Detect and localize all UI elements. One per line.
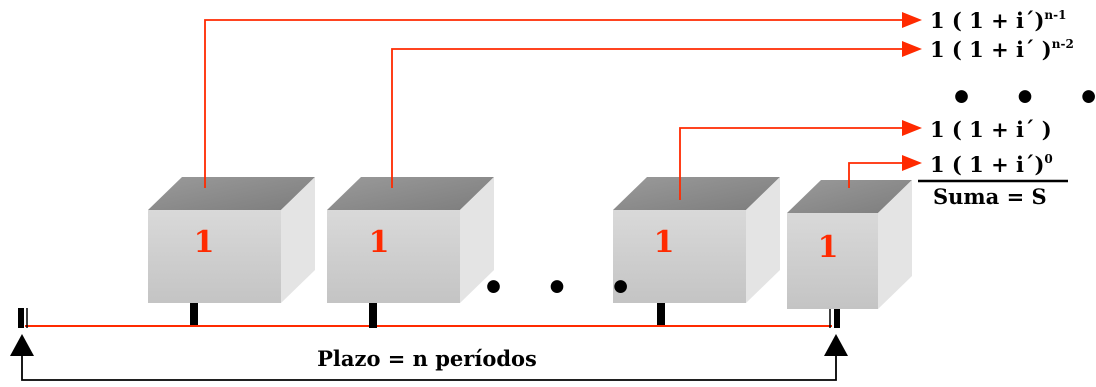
deposit-box-label: 1 (369, 225, 390, 260)
period-tick (190, 303, 198, 325)
deposit-box-label: 1 (818, 230, 839, 265)
term-arrowhead-left (10, 334, 34, 356)
flow-line (391, 48, 902, 188)
flow-arrowhead (902, 120, 922, 136)
deposit-box-label: 1 (654, 225, 675, 260)
flow-line (204, 19, 902, 188)
flow-arrowhead (902, 155, 922, 171)
period-tick (369, 303, 377, 328)
term-bracket (21, 340, 837, 381)
timeline-end-marker (834, 308, 840, 328)
deposit-box: 1 (787, 180, 912, 309)
deposit-box: 1 (613, 177, 780, 303)
flow-label: 1 ( 1 + i´)n-1 (930, 8, 1066, 33)
flow-label: 1 ( 1 + i´)0 (930, 152, 1053, 177)
flow-line (848, 162, 902, 188)
flow-label: 1 ( 1 + i´ ) (930, 117, 1052, 142)
deposit-box: 1 (327, 177, 494, 303)
term-arrowhead-right (824, 334, 848, 356)
period-tick (657, 303, 665, 325)
ellipsis-dots: • • • (482, 267, 646, 309)
flow-arrowhead (902, 12, 922, 28)
deposit-box-label: 1 (194, 225, 215, 260)
ellipsis-dots: • • • (950, 77, 1096, 119)
flow-arrowhead (902, 41, 922, 57)
sum-label: Suma = S (933, 184, 1047, 209)
deposit-box: 1 (148, 177, 315, 303)
flow-line (679, 127, 902, 200)
timeline-start-marker (18, 308, 24, 328)
term-label: Plazo = n períodos (317, 346, 537, 371)
flow-label: 1 ( 1 + i´ )n-2 (930, 37, 1074, 62)
